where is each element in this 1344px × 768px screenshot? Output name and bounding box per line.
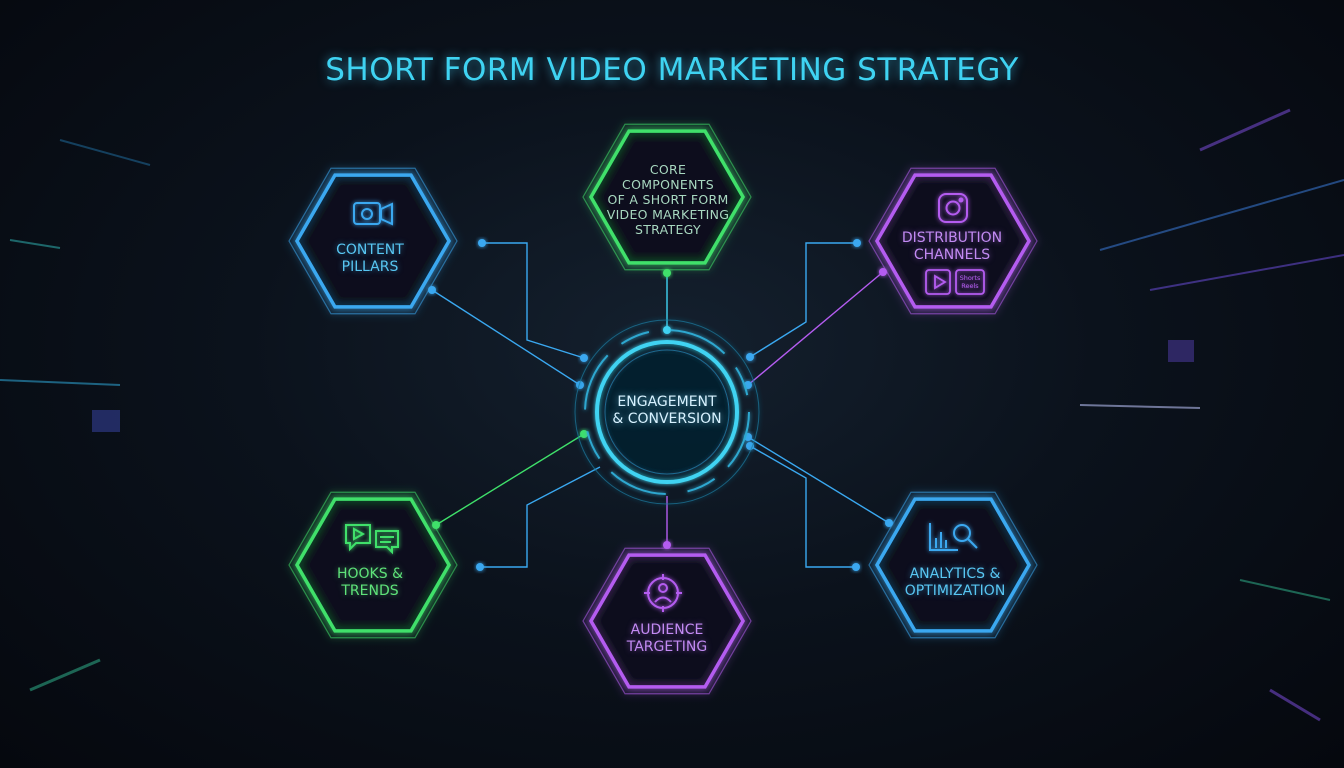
audience-targeting-hex	[582, 547, 752, 695]
badge-text: Shorts	[960, 274, 981, 282]
center-hub	[574, 319, 760, 505]
connector-line	[749, 445, 856, 568]
connector-node	[879, 268, 887, 276]
connector-node	[580, 354, 588, 362]
center-label: ENGAGEMENT & CONVERSION	[612, 394, 722, 427]
connector-node	[476, 563, 484, 571]
instagram-icon	[938, 193, 968, 223]
connector-node	[432, 521, 440, 529]
video-camera-icon	[353, 202, 393, 226]
connector-line	[431, 289, 581, 386]
analytics-optimization-label: ANALYTICS & OPTIMIZATION	[904, 566, 1006, 599]
page-title: SHORT FORM VIDEO MARKETING STRATEGY	[325, 52, 1019, 88]
connector-node	[478, 239, 486, 247]
content-pillars-hex	[288, 167, 458, 315]
badge-text: Reels	[961, 282, 979, 290]
distribution-channels-label: DISTRIBUTION CHANNELS	[901, 230, 1003, 263]
target-user-icon	[644, 574, 682, 612]
connector-line	[747, 436, 890, 524]
hooks-trends-hex	[288, 491, 458, 639]
connector-line	[749, 242, 857, 358]
analytics-search-icon	[929, 523, 978, 551]
connector-line	[482, 242, 585, 359]
connector-line	[747, 271, 884, 386]
connector-node	[852, 563, 860, 571]
connector-node	[853, 239, 861, 247]
core-hex	[582, 123, 752, 271]
background-streaks	[0, 108, 1344, 722]
connector-line	[480, 466, 601, 568]
analytics-optimization-hex	[868, 491, 1038, 639]
connector-node	[663, 541, 671, 549]
audience-targeting-label: AUDIENCE TARGETING	[626, 622, 708, 655]
connector-node	[746, 353, 754, 361]
video-chat-icon	[345, 524, 399, 555]
connector-line	[435, 433, 585, 526]
connector-node	[580, 430, 588, 438]
connector-node	[663, 326, 671, 334]
content-pillars-label: CONTENT PILLARS	[336, 242, 404, 275]
connector-node	[663, 269, 671, 277]
connector-lines	[428, 239, 893, 571]
play-button-icon	[925, 269, 951, 295]
connector-node	[885, 519, 893, 527]
distribution-channels-hex	[868, 167, 1038, 315]
hooks-trends-label: HOOKS & TRENDS	[336, 566, 403, 599]
core-components-label: CORE COMPONENTS OF A SHORT FORM VIDEO MA…	[606, 162, 730, 237]
